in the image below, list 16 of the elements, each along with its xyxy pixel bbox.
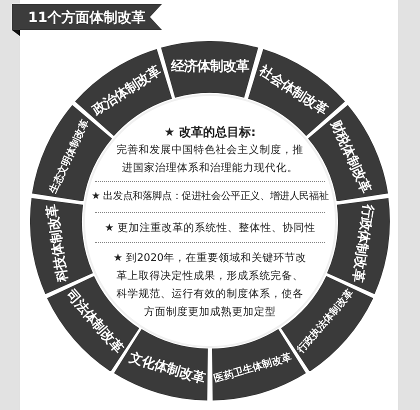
- segment-label: 财税体制改革: [328, 118, 372, 196]
- goal-text: 完善和发展中国特色社会主义制度，推进国家治理体系和治理能力现代化。: [116, 143, 304, 176]
- segment-label: 行政体制改革: [350, 203, 375, 282]
- segment-label: 生态文明体制改革: [48, 118, 91, 196]
- principle-text: ★ 出发点和落脚点：促进社会公平正义、增进人民福祉: [90, 190, 330, 204]
- segment-label: 经济体制改革: [170, 60, 249, 74]
- target-text: ★ 到2020年，在重要领域和关键环节改革上取得决定性成果，形成系统完备、科学规范、运行有效的制度体系，使各方面制度更加成熟更加定型: [112, 251, 308, 320]
- segment-label: 文化体制改革: [127, 351, 206, 386]
- segment-label: 医药卫生体制改革: [214, 352, 294, 385]
- emphasis-text: ★ 更加注重改革的系统性、整体性、协同性: [104, 221, 316, 236]
- ring-segment: [161, 41, 259, 98]
- goal-heading: ★ 改革的总目标:: [163, 124, 257, 141]
- segment-label: 政治体制改革: [90, 64, 164, 118]
- segment-label: 社会体制改革: [256, 64, 330, 118]
- segment-label: 科技体制改革: [45, 203, 70, 282]
- title-text: 11个方面体制改革: [28, 8, 146, 28]
